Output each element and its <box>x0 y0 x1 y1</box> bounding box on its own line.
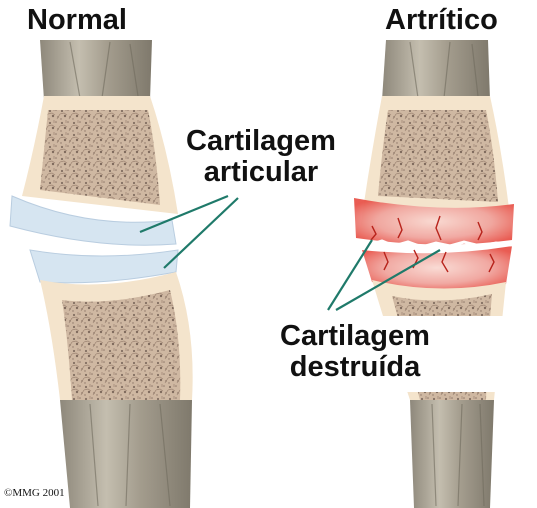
title-arthritic: Artrítico <box>385 6 498 35</box>
copyright-notice: ©MMG 2001 <box>4 487 65 499</box>
label-destroyed-cartilage: Cartilagem destruída <box>250 321 460 384</box>
label-destroyed-line-2: destruída <box>250 352 460 383</box>
label-articular-line-2: articular <box>168 157 354 188</box>
label-articular-cartilage: Cartilagem articular <box>168 126 354 189</box>
title-normal: Normal <box>27 6 127 35</box>
arthritic-joint <box>354 40 514 508</box>
normal-joint <box>10 40 193 508</box>
pointer-line-destroyed-1 <box>328 240 372 310</box>
label-destroyed-line-1: Cartilagem <box>250 321 460 352</box>
label-articular-line-1: Cartilagem <box>168 126 354 157</box>
